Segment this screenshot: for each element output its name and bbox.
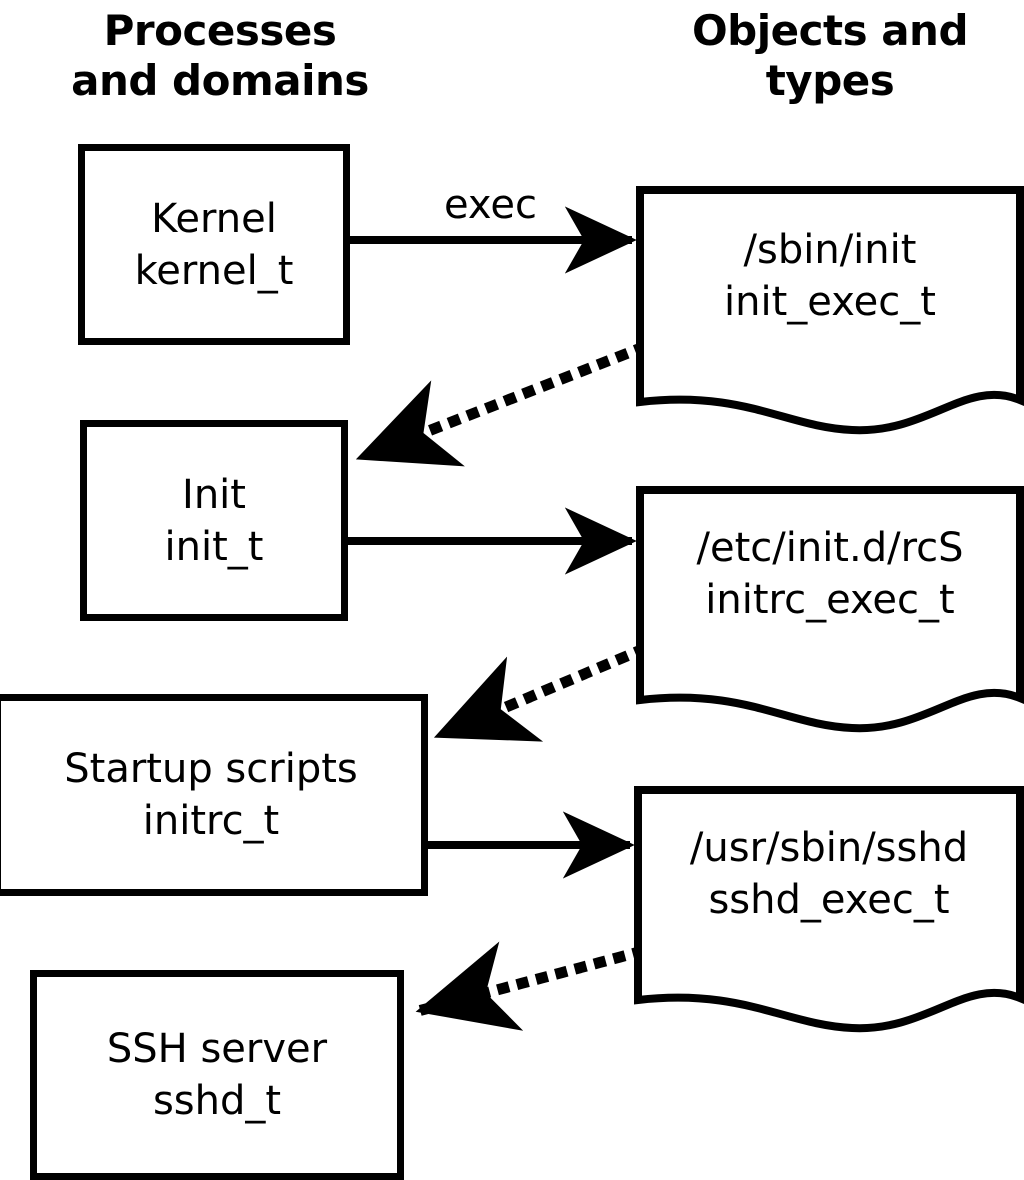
document-shape-icon <box>636 486 1024 733</box>
process-node-init-name: Init <box>182 471 246 518</box>
edge-init-exec-to-init <box>354 340 649 467</box>
document-shape-icon <box>634 786 1024 1033</box>
process-node-startup-scripts[interactable]: Startup scripts initrc_t <box>0 694 428 896</box>
process-node-init[interactable]: Init init_t <box>80 420 348 621</box>
column-header-objects: Objects and types <box>691 6 969 105</box>
process-node-kernel[interactable]: Kernel kernel_t <box>78 144 350 345</box>
object-node-sshd-exec[interactable]: /usr/sbin/sshd sshd_exec_t <box>634 786 1024 1034</box>
process-node-init-type: init_t <box>164 523 264 570</box>
object-node-initrc-exec[interactable]: /etc/init.d/rcS initrc_exec_t <box>636 486 1024 734</box>
edge-initrc-exec-to-initrc <box>432 642 649 743</box>
column-header-processes: Processes and domains <box>71 6 369 105</box>
object-node-init-exec[interactable]: /sbin/init init_exec_t <box>636 186 1024 436</box>
process-node-startup-scripts-name: Startup scripts <box>64 746 358 792</box>
process-node-kernel-type: kernel_t <box>134 247 294 294</box>
process-node-kernel-name: Kernel <box>151 195 277 242</box>
process-node-ssh-server-name: SSH server <box>106 1026 328 1072</box>
edge-label-exec: exec <box>444 182 537 228</box>
process-node-ssh-server[interactable]: SSH server sshd_t <box>30 970 404 1180</box>
edge-sshd-exec-to-sshd <box>415 941 646 1031</box>
document-shape-icon <box>636 186 1024 435</box>
process-node-startup-scripts-type: initrc_t <box>142 798 280 844</box>
process-node-ssh-server-type: sshd_t <box>152 1078 282 1124</box>
